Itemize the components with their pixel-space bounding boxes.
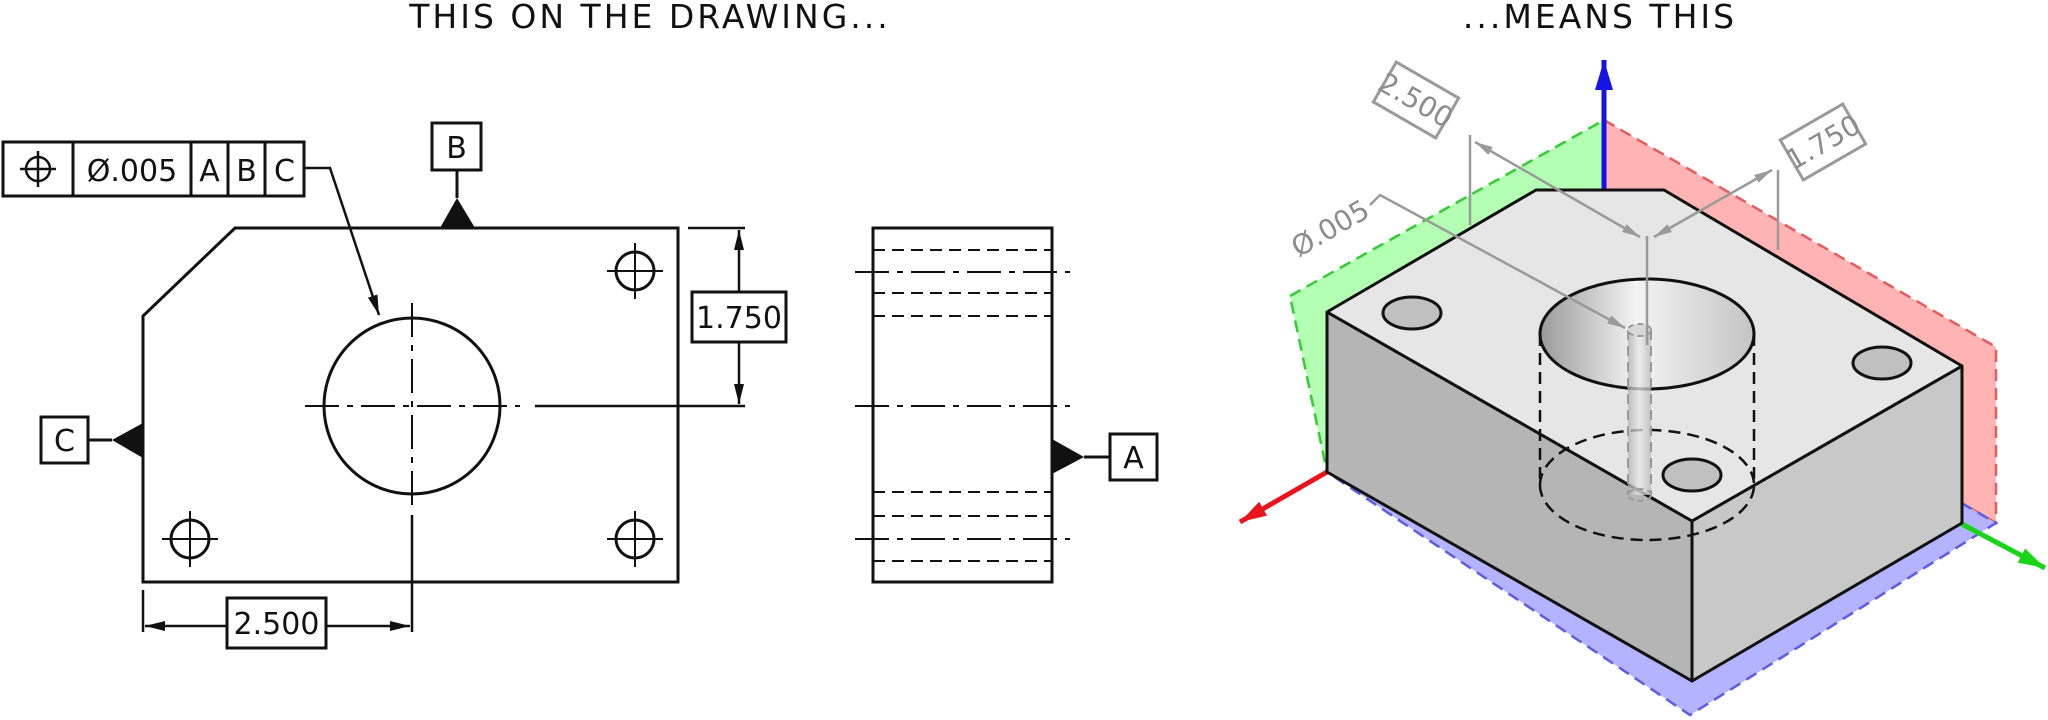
side-centerlines [855, 271, 1070, 540]
dimension-vertical [535, 226, 788, 408]
datum-c-box [39, 415, 90, 465]
dimension-horizontal-value: 2.500 [234, 607, 320, 642]
feature-control-frame: Ø.005 A B C [1, 140, 381, 316]
datum-c: C [39, 415, 143, 465]
iso-callout-horizontal: 2.500 [1371, 60, 1461, 140]
iso-hole-front [1661, 457, 1723, 493]
hidden-bore [1538, 334, 1756, 542]
iso-callout-tolerance: Ø.005 [1285, 193, 1375, 264]
datum-a-triangle [1052, 439, 1084, 474]
datum-b: B [430, 121, 483, 228]
datum-b-label: B [446, 131, 467, 166]
y-axis-arrow [1958, 520, 2047, 571]
dimension-vertical-box [690, 290, 788, 344]
fcf-datum-b: B [236, 154, 257, 189]
iso-dimension-vertical-line [1653, 168, 1773, 239]
small-hole-top-right [607, 243, 663, 299]
iso-hole-left [1381, 295, 1443, 331]
datum-b-box [430, 121, 483, 172]
hidden-lines [873, 249, 1052, 562]
dimension-horizontal-box [225, 596, 328, 650]
dimension-vertical-value: 1.750 [696, 301, 782, 336]
fcf-datum-c: C [274, 154, 295, 189]
left-heading: THIS ON THE DRAWING... [408, 0, 890, 36]
x-axis-arrow [1238, 469, 1329, 525]
fcf-tolerance: Ø.005 [87, 154, 177, 189]
datum-a-box [1108, 432, 1159, 482]
iso-tolerance-leader [1369, 193, 1626, 330]
datum-a: A [1052, 432, 1159, 482]
datum-c-label: C [54, 424, 75, 459]
side-view [855, 226, 1070, 584]
iso-dimension-horizontal-line [1474, 140, 1641, 239]
fcf-datum-a: A [199, 154, 220, 189]
iso-annotations [1369, 135, 1780, 345]
position-icon [20, 151, 56, 187]
iso-hole-right [1851, 345, 1913, 381]
right-heading: ...MEANS THIS [1463, 0, 1737, 36]
dimension-horizontal [141, 515, 414, 650]
small-hole-bottom-right [607, 511, 663, 567]
front-view [141, 226, 680, 584]
small-hole-bottom-left [162, 511, 218, 567]
datum-b-triangle [440, 198, 475, 228]
iso-callout-tolerance-value: Ø.005 [1285, 193, 1375, 264]
fcf-leader [304, 166, 381, 316]
datum-c-triangle [112, 423, 143, 458]
front-view-outline [141, 226, 680, 584]
datum-a-label: A [1123, 441, 1144, 476]
iso-callout-vertical: 1.750 [1778, 102, 1868, 182]
tolerance-zone-cylinder [1627, 323, 1652, 502]
